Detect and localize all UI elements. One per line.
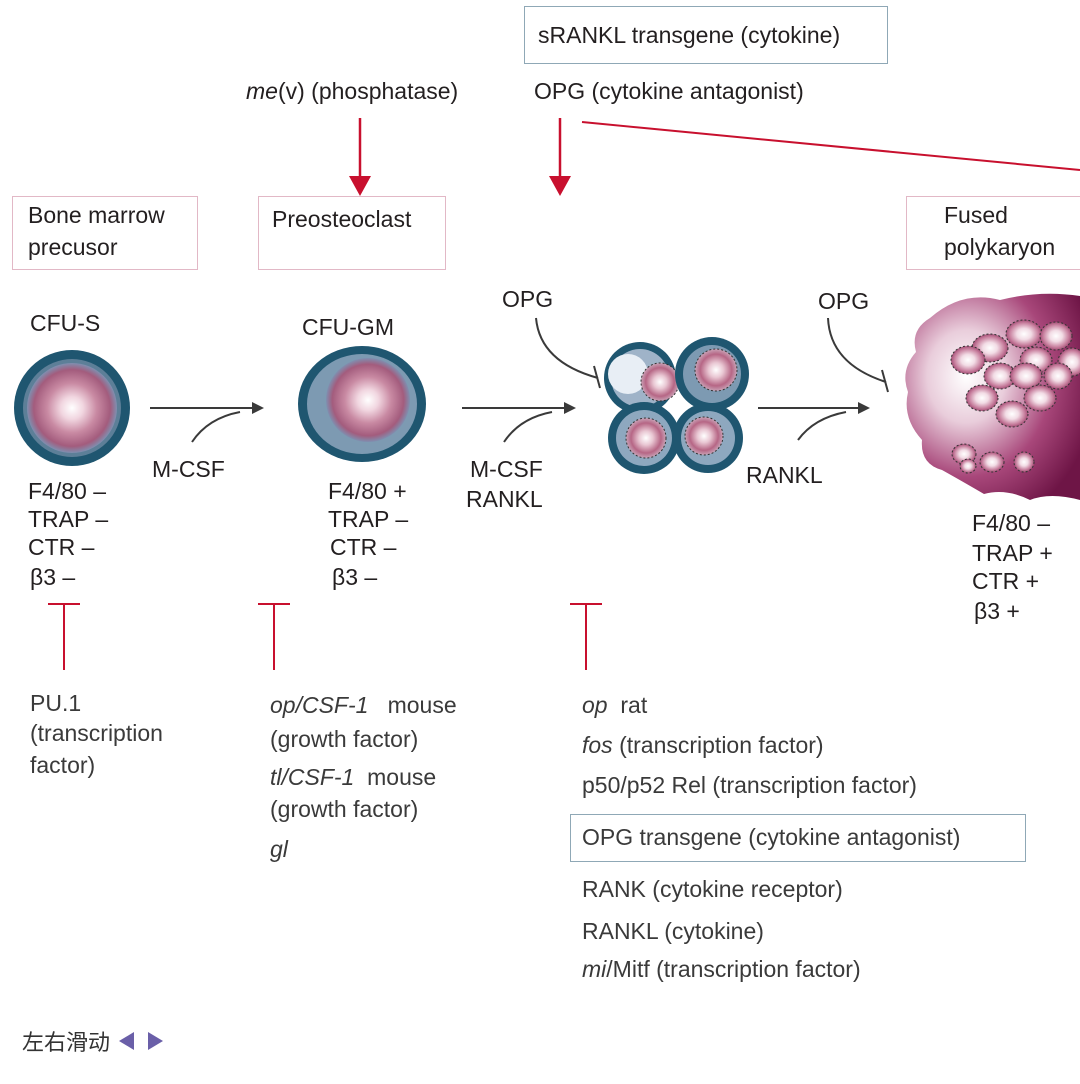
block-col3-2: fos (transcription factor): [582, 730, 824, 760]
mev-italic: me: [246, 78, 278, 104]
marker-col1-3: CTR –: [28, 534, 95, 560]
block-col3-1-rest: rat: [620, 692, 648, 718]
marker-col1-1: F4/80 –: [28, 478, 106, 504]
block-col1-2: (transcription: [30, 720, 163, 746]
block-col3-2-italic: fos: [582, 732, 613, 758]
block-col2-1-italic: op/CSF-1: [270, 692, 369, 718]
scroll-left-icon[interactable]: [116, 1030, 138, 1052]
fused-box: [906, 196, 1080, 270]
cfu-s-label: CFU-S: [30, 310, 101, 336]
marker-col2-1: F4/80 +: [328, 478, 407, 504]
opg-inhibit-2: [827, 317, 889, 393]
preosteoclast-box: [258, 196, 446, 270]
scroll-right-icon[interactable]: [144, 1030, 166, 1052]
srankl-label: sRANKL transgene (cytokine): [538, 22, 841, 48]
opg-label-2: OPG: [818, 288, 870, 314]
inhibitor-bar-2: [258, 603, 290, 670]
cfu-gm-cell: [298, 346, 426, 462]
block-col1-1: PU.1: [30, 690, 82, 716]
block-col3-7-italic: mi: [582, 956, 607, 982]
marker-col2-3: CTR –: [330, 534, 397, 560]
process-arrow-2: [462, 402, 576, 443]
block-col1-3: factor): [30, 752, 96, 778]
fused-label-2: polykaryon: [944, 234, 1056, 260]
block-col2-5: gl: [270, 834, 288, 864]
bone-marrow-label-1: Bone marrow: [28, 202, 165, 228]
block-col2-3-italic: tl/CSF-1: [270, 764, 355, 790]
block-col2-3-rest: mouse: [367, 764, 437, 790]
mev-label: me(v) (phosphatase): [246, 76, 458, 106]
cfu-gm-label: CFU-GM: [302, 314, 394, 340]
marker-col2-4: β3 –: [332, 564, 378, 590]
marker-col4-2: TRAP +: [972, 540, 1053, 566]
block-col3-6: RANKL (cytokine): [582, 918, 764, 944]
process-arrow-1: [150, 402, 264, 443]
opg-label-1: OPG: [502, 286, 554, 312]
rankl-label-3: RANKL: [746, 462, 823, 488]
marker-col4-3: CTR +: [972, 568, 1040, 594]
marker-col2-2: TRAP –: [328, 506, 409, 532]
red-arrow-opg: [549, 118, 571, 196]
block-col3-7-rest: /Mitf (transcription factor): [606, 956, 861, 982]
block-col2-1-rest: mouse: [387, 692, 457, 718]
block-col2-5-italic: gl: [270, 836, 288, 862]
block-col3-3: p50/p52 Rel (transcription factor): [582, 772, 917, 798]
polykaryon-cell: [905, 293, 1080, 500]
scroll-hint-label: 左右滑动: [22, 1031, 111, 1056]
block-col2-4: (growth factor): [270, 796, 419, 822]
mev-rest: (v) (phosphatase): [277, 78, 459, 104]
srankl-box: [524, 6, 888, 64]
opg-transgene-box: [570, 814, 1026, 862]
block-col2-1: op/CSF-1 mouse: [270, 690, 457, 720]
block-col2-2: (growth factor): [270, 726, 419, 752]
red-arrow-mev: [349, 118, 371, 196]
marker-col1-4: β3 –: [30, 564, 76, 590]
block-col3-4: OPG transgene (cytokine antagonist): [582, 824, 961, 850]
bone-marrow-label-2: precusor: [28, 234, 118, 260]
fused-label-1: Fused: [944, 202, 1008, 228]
process-arrow-3: [758, 402, 870, 441]
marker-col1-2: TRAP –: [28, 506, 109, 532]
red-line-opg-to-fused: [581, 121, 1080, 171]
opg-inhibit-1: [535, 317, 601, 389]
block-col2-3: tl/CSF-1 mouse: [270, 762, 436, 792]
block-col3-1-italic: op: [582, 692, 608, 718]
opg-antagonist-label: OPG (cytokine antagonist): [534, 78, 804, 104]
block-col3-7: mi/Mitf (transcription factor): [582, 954, 861, 984]
rankl-label-2: RANKL: [466, 486, 543, 512]
bone-marrow-box: [12, 196, 198, 270]
preosteoclast-label: Preosteoclast: [272, 206, 412, 232]
block-col3-5: RANK (cytokine receptor): [582, 876, 843, 902]
mcsf-label-1: M-CSF: [152, 456, 225, 482]
inhibitor-bar-1: [48, 603, 80, 670]
marker-col4-1: F4/80 –: [972, 510, 1050, 536]
inhibitor-bar-3: [570, 603, 602, 670]
cell-cluster: [604, 337, 749, 474]
block-col3-1: op rat: [582, 690, 647, 720]
marker-col4-4: β3 +: [974, 598, 1020, 624]
mcsf-label-2: M-CSF: [470, 456, 543, 482]
scroll-hint: 左右滑动: [22, 1024, 166, 1058]
cfu-s-cell: [14, 350, 130, 466]
block-col3-2-rest: (transcription factor): [619, 732, 824, 758]
